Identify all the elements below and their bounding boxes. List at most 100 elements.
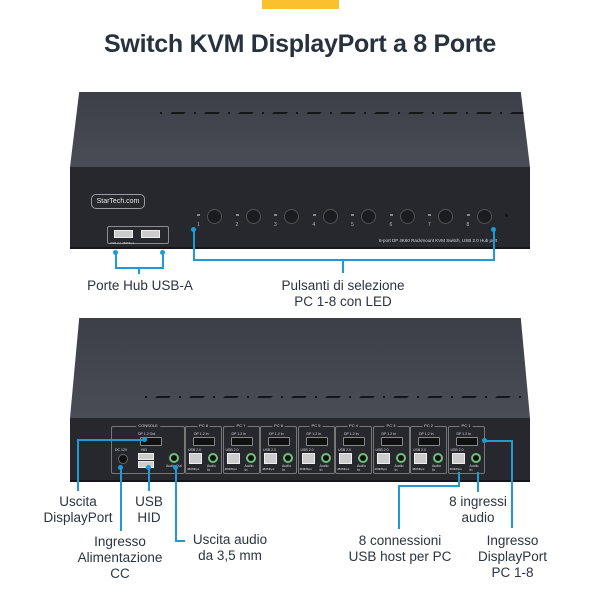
vent-dot — [281, 396, 283, 398]
front-device-top — [70, 92, 530, 167]
label-line: audio — [461, 510, 495, 525]
label-dp-in: Ingresso DisplayPort PC 1-8 — [470, 533, 555, 581]
vent-dot — [296, 112, 298, 114]
vent-dot — [485, 396, 487, 398]
pc-panel: PC 4 DP 1.2 In USB 2.0 480Mbps Audio In — [335, 423, 372, 474]
vent-dot — [330, 112, 332, 114]
label-line: 8 connessioni — [358, 533, 442, 548]
accent-bar — [262, 0, 339, 9]
usb-speed-label: 480Mbps — [374, 467, 387, 471]
button-number: 1 — [197, 222, 200, 228]
dp-in-port — [380, 437, 403, 446]
vent-dot — [432, 112, 434, 114]
vent-row — [145, 396, 530, 398]
vent-slot — [306, 112, 322, 114]
callout-dot — [482, 438, 487, 443]
audio-in-jack — [245, 453, 256, 463]
callout-line — [458, 472, 460, 486]
usb-speed-label: 480Mbps — [299, 467, 312, 471]
callout-line — [120, 468, 122, 531]
vent-row — [160, 112, 530, 114]
callout-dot — [160, 250, 165, 255]
pc-panel-label: PC 8 — [197, 423, 210, 428]
pc-select-button-4[interactable] — [322, 209, 338, 224]
pc-led — [274, 214, 277, 216]
pc-select-button-5[interactable] — [361, 209, 376, 224]
vent-slot — [359, 396, 375, 398]
pc-select-button-3[interactable] — [284, 209, 299, 224]
label-line: DisplayPort — [477, 549, 548, 564]
console-label: CONSOLE — [136, 423, 160, 428]
button-number: 7 — [428, 222, 431, 228]
vent-dot — [500, 112, 502, 114]
startech-logo: StarTech.com — [91, 194, 145, 209]
pc-led — [389, 214, 393, 216]
label-line: HID — [137, 510, 161, 525]
dp-in-label: DP 1.2 In — [194, 432, 209, 436]
callout-line — [398, 485, 400, 529]
dp-in-port — [305, 437, 328, 446]
pc-led — [351, 214, 354, 216]
pc-panel: PC 5 DP 1.2 In USB 2.0 480Mbps Audio In — [297, 423, 335, 474]
pc-led — [428, 214, 431, 216]
callout-line — [138, 267, 140, 274]
vent-slot — [374, 112, 390, 114]
power-led — [505, 214, 508, 217]
rear-device-face — [70, 418, 530, 482]
label-usb-hid: USB HID — [124, 494, 174, 526]
usb-speed-label: 480Mbps — [412, 467, 425, 471]
usb-b-port — [451, 453, 465, 464]
dp-out-label: DP 1.2 Out — [138, 432, 156, 436]
usb-a-port — [141, 230, 160, 238]
dp-in-port — [193, 437, 215, 446]
label-line: USB host per PC — [348, 549, 452, 564]
vent-dot — [349, 396, 351, 398]
callout-line — [485, 440, 512, 442]
pc-select-button-1[interactable] — [207, 209, 222, 224]
vent-slot — [223, 396, 239, 398]
button-number: 5 — [351, 222, 354, 228]
usb-speed-label: 480Mbps — [262, 467, 275, 471]
callout-dot — [113, 250, 118, 255]
rear-device-top — [70, 318, 530, 418]
label-audio-in: 8 ingressi audio — [438, 494, 518, 526]
pc-led — [235, 214, 239, 216]
vent-dot — [315, 396, 317, 398]
callout-line — [342, 259, 344, 273]
page-title: Switch KVM DisplayPort a 8 Porte — [104, 30, 496, 58]
label-select-buttons: Pulsanti di selezione PC 1-8 con LED — [253, 278, 433, 310]
pc-select-button-2[interactable] — [245, 209, 261, 224]
pc-panel: PC 7 DP 1.2 In USB 2.0 480Mbps Audio In — [222, 423, 260, 474]
callout-line — [175, 468, 177, 541]
usb-speed-label: 480Mbps — [224, 467, 237, 471]
hid-label: HID — [141, 448, 148, 452]
pc-select-button-7[interactable] — [438, 209, 453, 224]
pc-select-button-8[interactable] — [476, 209, 492, 224]
button-number: 4 — [312, 222, 316, 228]
label-line: Ingresso — [486, 533, 539, 548]
dp-out-port — [140, 437, 162, 446]
usb-b-port — [189, 453, 202, 464]
pc-led — [312, 214, 316, 216]
audio-in-jack — [395, 453, 406, 463]
callout-line — [115, 253, 117, 268]
usb-speed-label: 480Mbps — [187, 467, 200, 471]
callout-dot — [146, 465, 151, 470]
pc-panel-label: PC 6 — [272, 423, 285, 428]
label-line: da 3,5 mm — [198, 548, 262, 563]
model-text: 8-port DP 4K60 Rackmount KVM Switch, USB… — [379, 238, 498, 243]
callout-line — [477, 472, 479, 492]
usb-label: USB 2.0 — [375, 448, 389, 452]
usb-caption: USB 2.0 480Mbps — [110, 241, 135, 245]
audio-in-jack — [358, 453, 368, 463]
callout-line — [511, 440, 513, 528]
usb-label: USB 2.0 — [263, 448, 277, 452]
button-number: 2 — [235, 222, 239, 228]
button-number: 8 — [466, 222, 470, 228]
pc-led — [466, 214, 470, 216]
vent-slot — [461, 396, 477, 398]
vent-slot — [476, 112, 492, 114]
dp-in-label: DP 1.2 In — [381, 432, 397, 436]
dp-in-port — [230, 437, 253, 446]
pc-select-button-6[interactable] — [399, 209, 415, 224]
